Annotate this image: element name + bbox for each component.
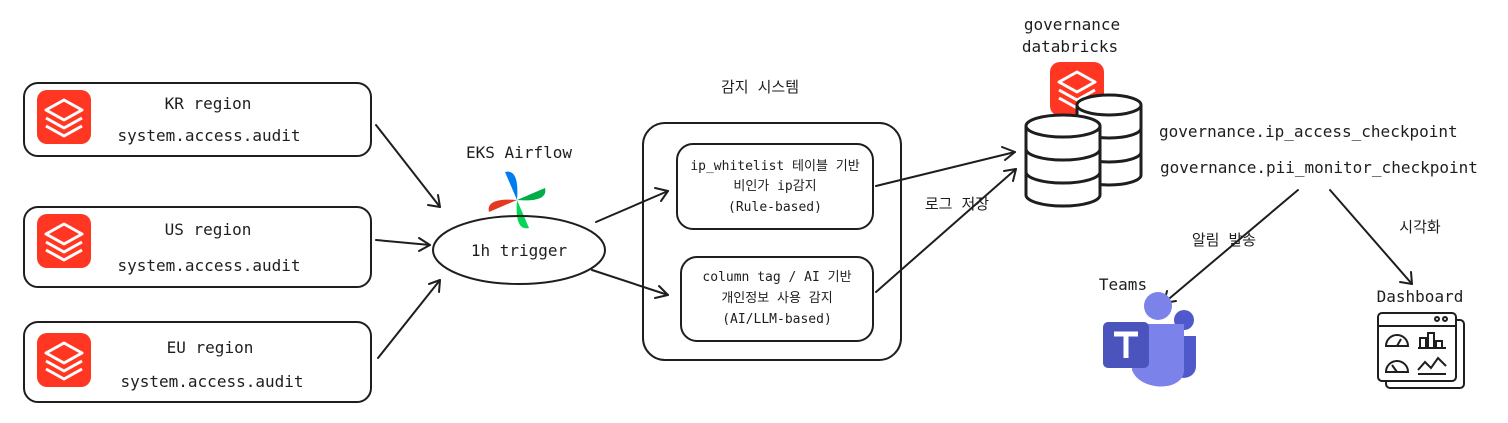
teams-icon (1103, 292, 1196, 387)
databricks-icon (35, 331, 93, 389)
region-card-eu: EU region system.access.audit (23, 321, 372, 403)
table-ip-access: governance.ip_access_checkpoint (1159, 122, 1458, 141)
region-table: system.access.audit (117, 256, 300, 275)
region-name: US region (165, 220, 252, 239)
region-card-kr: KR region system.access.audit (23, 82, 372, 157)
databricks-icon (35, 88, 93, 146)
visual-label: 시각화 (1399, 218, 1441, 236)
region-table: system.access.audit (120, 372, 303, 391)
storage-title-line1: governance (1024, 15, 1120, 34)
arrow-eu-to-trigger (377, 279, 441, 359)
dashboard-icon (1377, 312, 1465, 389)
alert-label: 알림 발송 (1192, 231, 1256, 249)
ai-line-2: 개인정보 사용 감지 (721, 291, 832, 306)
rule-line-3: (Rule-based) (728, 200, 822, 215)
ai-line-3: (AI/LLM-based) (722, 312, 832, 327)
region-name: EU region (167, 338, 254, 357)
rule-line-2: 비인가 ip감지 (733, 179, 816, 194)
region-name: KR region (165, 94, 252, 113)
arrow-to-dashboard (1329, 189, 1413, 285)
region-card-us: US region system.access.audit (23, 206, 372, 288)
save-log-label: 로그 저장 (925, 195, 989, 213)
arrow-trigger-to-rule (595, 187, 669, 223)
detection-title: 감지 시스템 (721, 78, 799, 96)
trigger-label: 1h trigger (471, 241, 568, 260)
ai-based-box: column tag / AI 기반 개인정보 사용 감지 (AI/LLM-ba… (680, 256, 874, 342)
trigger-node (432, 215, 606, 285)
table-pii-monitor: governance.pii_monitor_checkpoint (1160, 158, 1478, 177)
airflow-title: EKS Airflow (466, 143, 572, 162)
rule-line-1: ip_whitelist 테이블 기반 (690, 159, 859, 174)
storage-title-line2: databricks (1022, 37, 1118, 56)
arrow-ai-to-storage (875, 168, 1017, 293)
dashboard-label: Dashboard (1377, 287, 1464, 306)
arrow-trigger-to-ai (591, 269, 669, 299)
arrow-kr-to-trigger (375, 124, 441, 208)
airflow-icon (488, 171, 546, 229)
teams-label: Teams (1099, 275, 1147, 294)
arrow-us-to-trigger (375, 237, 431, 252)
rule-based-box: ip_whitelist 테이블 기반 비인가 ip감지 (Rule-based… (676, 143, 874, 230)
arrow-rule-to-storage (875, 146, 1016, 187)
database-icon (1024, 93, 1143, 208)
detection-system-container (642, 122, 902, 361)
region-table: system.access.audit (117, 126, 300, 145)
databricks-icon (35, 212, 93, 270)
ai-line-1: column tag / AI 기반 (702, 270, 851, 285)
